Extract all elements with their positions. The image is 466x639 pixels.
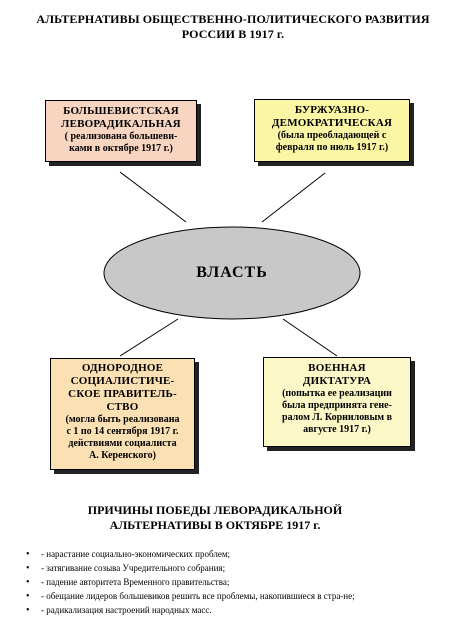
box-heading: СКОЕ ПРАВИТЕЛЬ- [68,388,177,400]
reason-text: - нарастание социально-экономических про… [41,549,231,559]
box-heading: СТВО [106,401,139,413]
bullet-icon: • [26,563,30,574]
box-heading: БОЛЬШЕВИСТСКАЯ [63,105,179,117]
military-dictatorship-box: ВОЕННАЯ ДИКТАТУРА (попытка ее реализации… [263,357,411,447]
box-note: (могла быть реализована [65,414,180,425]
box-heading: ДЕМОКРАТИЧЕСКАЯ [271,117,393,129]
box-note: августе 1917 г.) [303,424,371,435]
box-note: была предпринята гене- [282,400,392,411]
box-heading: ЛЕВОРАДИКАЛЬНАЯ [61,118,181,130]
box-note: ками в октябре 1917 г.) [69,143,173,154]
list-item: • - обещание лидеров большевиков решить в… [24,591,454,602]
reason-text: - падение авторитета Временного правител… [41,577,230,587]
box-heading: ОДНОРОДНОЕ [81,362,164,374]
reasons-heading-line-1: ПРИЧИНЫ ПОБЕДЫ ЛЕВОРАДИКАЛЬНОЙ [87,503,343,517]
list-item: • - затягивание созыва Учредительного соб… [24,563,454,574]
box-heading: БУРЖУАЗНО- [294,104,370,116]
box-heading: СОЦИАЛИСТИЧЕ- [70,375,175,387]
bolshevik-alternative-box: БОЛЬШЕВИСТСКАЯ ЛЕВОРАДИКАЛЬНАЯ ( реализо… [45,100,197,162]
title-line-1: АЛЬТЕРНАТИВЫ ОБЩЕСТВЕННО-ПОЛИТИЧЕСКОГО Р… [36,12,430,26]
bourgeois-democratic-box: БУРЖУАЗНО- ДЕМОКРАТИЧЕСКАЯ (была преобла… [254,99,410,162]
box-note: ( реализована большеви- [64,131,178,142]
bullet-icon: • [26,577,30,588]
bullet-icon: • [26,605,30,616]
diagram-title: АЛЬТЕРНАТИВЫ ОБЩЕСТВЕННО-ПОЛИТИЧЕСКОГО Р… [0,12,466,42]
list-item: • - падение авторитета Временного правите… [24,577,454,588]
connector-bottom-right [282,318,338,357]
box-note: (попытка ее реализации [282,388,392,399]
reasons-heading: ПРИЧИНЫ ПОБЕДЫ ЛЕВОРАДИКАЛЬНОЙ АЛЬТЕРНАТ… [55,503,375,533]
power-ellipse [103,226,361,320]
reasons-list: • - нарастание социально-экономических пр… [24,549,454,619]
bullet-icon: • [26,549,30,560]
box-heading: ВОЕННАЯ [308,362,366,374]
reason-text: - затягивание созыва Учредительного собр… [41,563,226,573]
socialist-government-box: ОДНОРОДНОЕ СОЦИАЛИСТИЧЕ- СКОЕ ПРАВИТЕЛЬ-… [50,358,195,470]
box-note: ралом Л. Корниловым в [282,412,392,423]
list-item: • - радикализация настроений народных мас… [24,605,454,616]
connector-top-right [261,172,326,223]
reason-text: - радикализация настроений народных масс… [41,605,212,615]
reason-text: - обещание лидеров большевиков решить вс… [41,591,355,601]
box-heading: ДИКТАТУРА [302,375,372,387]
box-note: с 1 по 14 сентября 1917 г. [66,426,179,437]
box-note: (была преобладающей с [277,130,387,141]
reasons-heading-line-2: АЛЬТЕРНАТИВЫ В ОКТЯБРЕ 1917 г. [109,518,321,532]
power-label: ВЛАСТЬ [196,264,268,281]
box-note: А. Керенского) [89,450,156,461]
connector-top-left [119,171,187,223]
connector-bottom-left [119,318,179,357]
bullet-icon: • [26,591,30,602]
box-note: февраля по нюль 1917 г.) [275,142,389,153]
title-line-2: РОССИИ В 1917 г. [181,27,285,41]
box-note: действиями социалиста [68,438,177,449]
list-item: • - нарастание социально-экономических пр… [24,549,454,560]
